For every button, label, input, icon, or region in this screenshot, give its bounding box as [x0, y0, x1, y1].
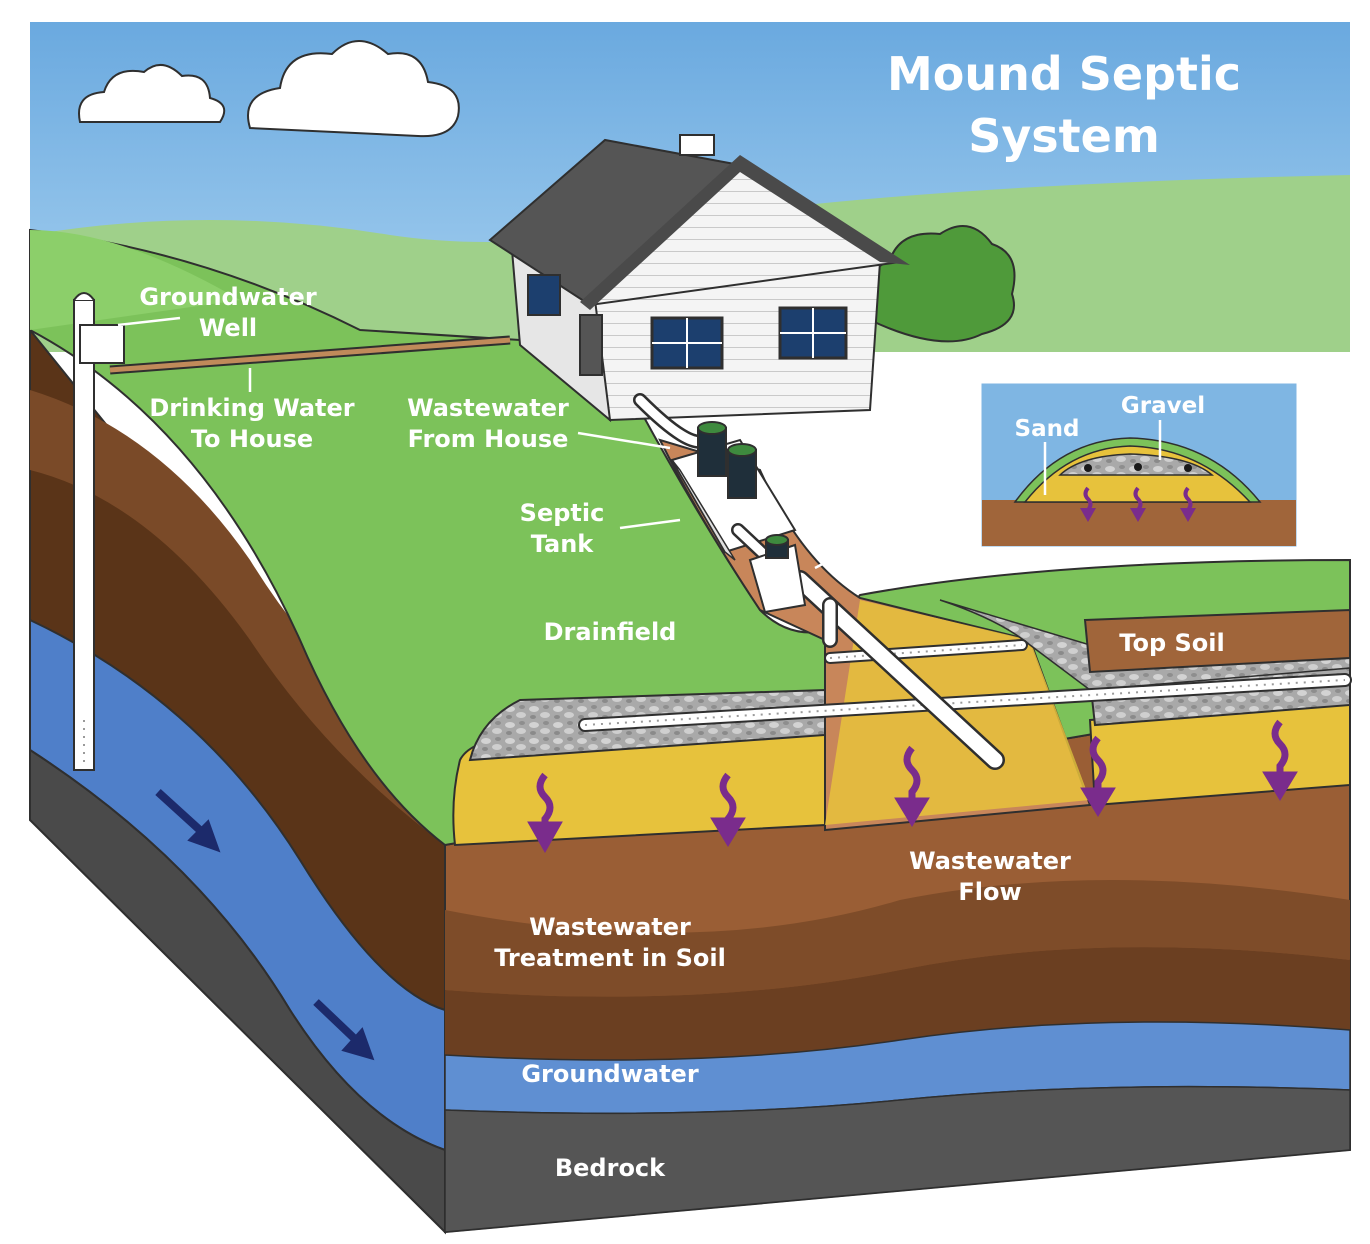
- soil-block-front-face: [444, 688, 1351, 1234]
- wastewater-from-house-line-1: Wastewater: [407, 394, 569, 422]
- inset-gravel-label: Gravel: [1121, 393, 1205, 419]
- wavy-down-arrow-icon: [894, 745, 930, 827]
- pump-tank-line-2: Tank: [871, 544, 935, 572]
- label-groundwater-well: Groundwater Well: [139, 283, 316, 342]
- leader-lines: [117, 316, 859, 570]
- page-title: Mound Septic System: [887, 47, 1241, 163]
- cloud-icon: [247, 40, 460, 138]
- wastewater-flow-line-1: Wastewater: [909, 847, 1071, 875]
- window: [778, 306, 848, 360]
- label-wastewater-treatment: Wastewater Treatment in Soil: [494, 913, 726, 972]
- label-top-soil: Top Soil: [1119, 629, 1224, 657]
- groundwater-well: [73, 292, 511, 771]
- wastewater-treatment-line-2: Treatment in Soil: [494, 944, 726, 972]
- drinking-water-line-2: To House: [191, 425, 313, 453]
- wastewater-flow-line-2: Flow: [958, 878, 1021, 906]
- wavy-down-arrow-icon: [710, 772, 746, 847]
- wastewater-from-house-line-2: From House: [408, 425, 569, 453]
- septic-tank-line-1: Septic: [520, 499, 605, 527]
- pump-tank-line-1: Pump: [864, 513, 941, 541]
- label-groundwater: Groundwater: [521, 1060, 698, 1088]
- house-icon: [488, 134, 910, 423]
- wavy-down-arrow-icon: [1262, 719, 1298, 801]
- access-risers-line-2: Risers: [826, 445, 909, 473]
- label-bedrock: Bedrock: [555, 1154, 666, 1182]
- groundwater-well-line-2: Well: [199, 314, 257, 342]
- title-line-2: System: [968, 109, 1160, 163]
- title-line-1: Mound Septic: [887, 47, 1241, 101]
- cloud-icon: [78, 64, 226, 123]
- soil-block-left-face: [29, 230, 446, 1235]
- inset-sand-label: Sand: [1015, 416, 1080, 442]
- wastewater-treatment-line-1: Wastewater: [529, 913, 691, 941]
- window: [650, 316, 724, 370]
- label-drinking-water: Drinking Water To House: [149, 394, 354, 453]
- pump-tank: [748, 534, 807, 614]
- groundwater-flow-arrows: [155, 789, 375, 1061]
- wastewater-flow-arrows: [527, 719, 1298, 854]
- wavy-down-arrow-icon: [527, 772, 563, 854]
- septic-tank: [633, 393, 797, 567]
- access-riser: [727, 443, 757, 499]
- label-drainfield: Drainfield: [544, 618, 677, 646]
- diagonal-arrow-icon: [313, 999, 375, 1061]
- label-wastewater-flow: Wastewater Flow: [909, 847, 1071, 906]
- label-wastewater-from-house: Wastewater From House: [407, 394, 569, 453]
- diagonal-arrow-icon: [155, 789, 221, 853]
- septic-tank-line-2: Tank: [531, 530, 595, 558]
- drinking-water-line-1: Drinking Water: [149, 394, 354, 422]
- access-riser: [697, 421, 727, 477]
- label-access-risers: Access Risers: [822, 414, 914, 473]
- wavy-down-arrow-icon: [1080, 735, 1116, 817]
- mound-inset-detail: Sand Gravel: [978, 380, 1300, 550]
- groundwater-well-line-1: Groundwater: [139, 283, 316, 311]
- distribution-pipes: [578, 570, 1352, 770]
- access-risers-line-1: Access: [822, 414, 914, 442]
- label-septic-tank: Septic Tank: [520, 499, 605, 558]
- label-pump-tank: Pump Tank: [864, 513, 941, 572]
